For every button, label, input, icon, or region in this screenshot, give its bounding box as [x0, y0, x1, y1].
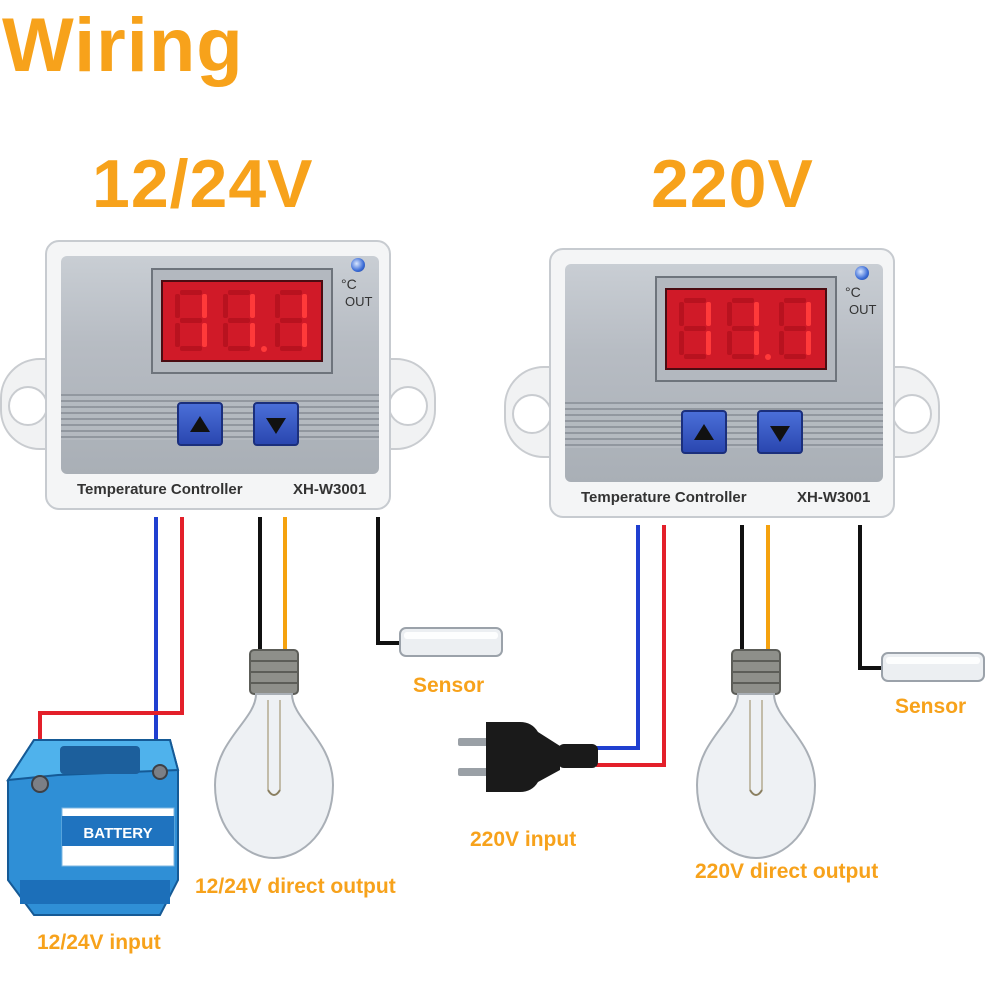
wire-blue-right — [596, 525, 640, 750]
display-bezel — [655, 276, 837, 382]
mount-hole — [512, 394, 552, 434]
controller-housing: °C OUT Temperature Controller XH-W3001 — [45, 240, 391, 510]
display-digit-1 — [679, 298, 711, 360]
controller-housing: °C OUT Temperature Controller XH-W3001 — [549, 248, 895, 518]
temperature-probe-icon — [881, 652, 985, 682]
light-bulb-icon — [213, 649, 335, 860]
down-arrow-icon — [770, 426, 790, 442]
down-button[interactable] — [253, 402, 299, 446]
decimal-point — [765, 354, 771, 360]
display-digit-3 — [779, 298, 811, 360]
display-digit-3 — [275, 290, 307, 352]
up-button[interactable] — [681, 410, 727, 454]
display-digit-2 — [223, 290, 255, 352]
up-arrow-icon — [694, 424, 714, 440]
input-label-220v: 220V input — [470, 828, 577, 851]
output-label-12-24v: 12/24V direct output — [195, 875, 396, 898]
section-voltage-220v: 220V — [651, 146, 814, 222]
led-display — [161, 280, 323, 362]
output-label-220v: 220V direct output — [695, 860, 879, 883]
controller-face: °C OUT — [61, 256, 379, 474]
controller-face: °C OUT — [565, 264, 883, 482]
page-title: Wiring — [2, 3, 244, 88]
power-plug-icon — [458, 722, 598, 792]
wire-sensor-right — [858, 525, 882, 670]
out-indicator-label: OUT — [345, 294, 373, 309]
out-indicator-label: OUT — [849, 302, 877, 317]
down-button[interactable] — [757, 410, 803, 454]
up-button[interactable] — [177, 402, 223, 446]
display-digit-1 — [175, 290, 207, 352]
section-voltage-12-24v: 12/24V — [92, 146, 314, 222]
temperature-controller-12-24v: °C OUT Temperature Controller XH-W3001 — [0, 240, 436, 510]
wire-red-right — [596, 525, 666, 767]
temperature-controller-220v: °C OUT Temperature Controller XH-W3001 — [504, 248, 940, 518]
mount-hole — [8, 386, 48, 426]
up-arrow-icon — [190, 416, 210, 432]
battery-icon: BATTERY — [6, 739, 180, 916]
display-digit-2 — [727, 298, 759, 360]
model-number: XH-W3001 — [293, 481, 367, 498]
input-label-12-24v: 12/24V input — [37, 931, 161, 954]
status-led-icon — [855, 266, 869, 280]
battery-label: BATTERY — [83, 825, 152, 842]
temperature-probe-icon — [399, 627, 503, 657]
product-name: Temperature Controller — [581, 489, 747, 506]
light-bulb-icon — [695, 649, 817, 860]
led-display — [665, 288, 827, 370]
decimal-point — [261, 346, 267, 352]
mount-hole — [892, 394, 932, 434]
product-name: Temperature Controller — [77, 481, 243, 498]
mount-hole — [388, 386, 428, 426]
status-led-icon — [351, 258, 365, 272]
display-bezel — [151, 268, 333, 374]
sensor-label-right: Sensor — [895, 695, 967, 718]
wire-sensor-left — [376, 517, 400, 645]
sensor-label-left: Sensor — [413, 674, 485, 697]
model-number: XH-W3001 — [797, 489, 871, 506]
temperature-unit: °C — [341, 276, 357, 292]
temperature-unit: °C — [845, 284, 861, 300]
down-arrow-icon — [266, 418, 286, 434]
wire-blue-left — [40, 517, 158, 777]
